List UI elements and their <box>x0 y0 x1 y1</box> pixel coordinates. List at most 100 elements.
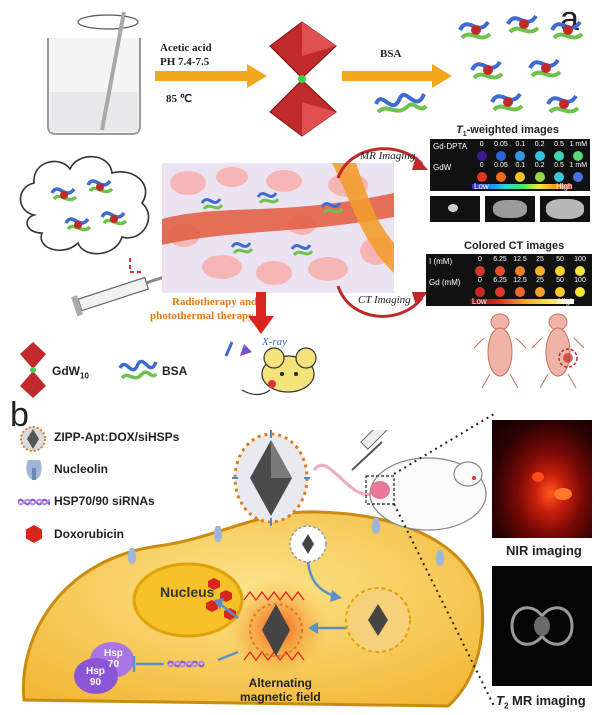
mr-caption-suffix: MR imaging <box>508 693 586 708</box>
cancer-cell-illustration <box>21 510 485 708</box>
step1-line2: PH 7.4-7.5 <box>160 56 210 68</box>
ct-well-row2-4 <box>555 287 565 297</box>
t1-conc-label-row2-3: 0.2 <box>534 162 545 169</box>
hsp90-line1: Hsp <box>86 666 105 677</box>
beaker-illustration <box>47 11 141 135</box>
mr-imaging-label: MR Imaging <box>360 150 416 162</box>
zipp-nanoparticle <box>232 430 310 526</box>
t1-t: T <box>456 124 463 136</box>
ct-high-label: High <box>558 297 575 306</box>
hsp70-line1: Hsp <box>104 648 123 659</box>
ct-well-row1-1 <box>495 266 505 276</box>
step1-line1: Acetic acid <box>160 42 212 54</box>
t1-conc-label-row1-0: 0 <box>479 141 484 148</box>
step2-label: BSA <box>380 48 402 60</box>
ct-conc-label-row1-1: 6.25 <box>493 256 507 263</box>
ct-conc-label-row2-4: 50 <box>556 277 564 284</box>
synthesis-arrow <box>155 64 267 88</box>
gdw-subscript: 10 <box>80 371 89 381</box>
t1-row2-label: GdW <box>433 163 452 172</box>
nucleolin-legend-icon <box>26 460 42 480</box>
ct-well-row2-1 <box>495 287 505 297</box>
gdw10-bsa-nanoparticles <box>458 14 584 114</box>
field-line2: magnetic field <box>240 690 321 704</box>
sirna-legend-label: HSP70/90 siRNAs <box>54 494 155 508</box>
ct-well-row2-3 <box>535 287 545 297</box>
t1-well-row2-0 <box>476 172 487 182</box>
tumor-tissue-illustration <box>162 163 394 293</box>
zipp-legend-label: ZIPP-Apt:DOX/siHSPs <box>54 430 180 444</box>
ct-well-row1-4 <box>555 266 565 276</box>
ct-wells-row1 <box>470 266 590 276</box>
t1-conc-label-row1-2: 0.1 <box>515 141 526 148</box>
gdw-text: GdW <box>52 364 80 378</box>
t1-well-row1-0 <box>476 151 487 161</box>
t1-well-row2-5 <box>573 172 584 182</box>
mouse-injection-illustration <box>312 430 487 531</box>
field-line1: Alternating <box>248 676 313 690</box>
hsp90-line2: 90 <box>89 677 102 688</box>
zipp-legend-icon <box>20 426 46 452</box>
bsa-legend-label: BSA <box>162 364 188 378</box>
ct-conc-label-row2-3: 25 <box>536 277 544 284</box>
ct-title: Colored CT images <box>464 240 565 252</box>
xray-label: X-ray <box>262 336 288 348</box>
ct-conc-label-row1-5: 100 <box>574 256 586 263</box>
t1-conc-label-row2-4: 0.5 <box>554 162 564 169</box>
nir-image <box>492 420 592 538</box>
t1-colorbar <box>472 184 572 189</box>
t1-low-label: Low <box>474 182 489 191</box>
mri-scan-1 <box>430 196 480 222</box>
t1-conc-label-row2-2: 0.1 <box>515 162 526 169</box>
sirna-legend-icon <box>18 498 50 506</box>
ct-conc-label-row2-1: 6.25 <box>493 277 507 284</box>
t1-conc-label-row2-1: 0.05 <box>494 162 508 169</box>
doxorubicin-legend-label: Doxorubicin <box>54 527 125 541</box>
nanoparticle-cloud <box>19 155 150 255</box>
t1-suffix: -weighted images <box>466 124 559 136</box>
ct-mouse-scans <box>473 313 585 389</box>
ct-imaging-label: CT Imaging <box>358 294 411 306</box>
step1-temperature: 85 ℃ <box>166 93 193 105</box>
zoom-lines <box>393 413 495 707</box>
panel-b-letter: b <box>10 396 29 434</box>
t1-well-row1-2 <box>515 151 526 161</box>
bsa-protein-icon <box>374 92 428 114</box>
t1-wells-row2 <box>472 172 588 182</box>
t1-well-row1-5 <box>573 151 584 161</box>
t1-high-label: High <box>556 182 573 191</box>
ct-imaging-arrow <box>336 285 428 318</box>
ct-well-row2-2 <box>515 287 525 297</box>
t1-title: T1-weighted images <box>456 124 559 138</box>
t1-conc-label-row1-5: 1 mM <box>569 141 588 148</box>
nir-caption: NIR imaging <box>506 543 582 558</box>
mouse-xray-illustration <box>224 341 317 396</box>
t1-well-row2-1 <box>496 172 506 182</box>
t1-row1-label: Gd-DPTA <box>433 142 468 151</box>
t1-well-row1-1 <box>496 151 506 161</box>
ct-well-row2-0 <box>475 287 485 297</box>
t1-conc-label-row2-0: 0 <box>479 162 484 169</box>
t1-conc-label-row1-4: 0.5 <box>554 141 564 148</box>
t1-phantom-panel: Gd-DPTA GdW 0 0.05 0.1 0.2 0.5 1 mM 0 0.05 0.1 0… <box>430 139 590 191</box>
ct-conc-label-row1-0: 0 <box>478 256 482 263</box>
ct-well-row1-5 <box>575 266 585 276</box>
ct-wells-row2 <box>470 287 590 297</box>
t1-conc-row2: 0 0.05 0.1 0.2 0.5 1 mM <box>472 162 588 172</box>
therapy-line2: photothermal therapy <box>150 310 254 322</box>
mr-caption-t: T <box>496 693 504 708</box>
mr-image <box>492 566 592 686</box>
mri-scan-3 <box>540 196 590 222</box>
ct-conc-label-row2-2: 12.5 <box>513 277 527 284</box>
doxorubicin-legend-icon <box>26 525 42 543</box>
ct-row1-label: I (mM) <box>429 257 453 266</box>
t1-sub: 1 <box>462 131 467 139</box>
ct-well-row1-0 <box>475 266 485 276</box>
nucleolin-legend-label: Nucleolin <box>54 462 109 476</box>
t1-conc-label-row2-5: 1 mM <box>569 162 588 169</box>
